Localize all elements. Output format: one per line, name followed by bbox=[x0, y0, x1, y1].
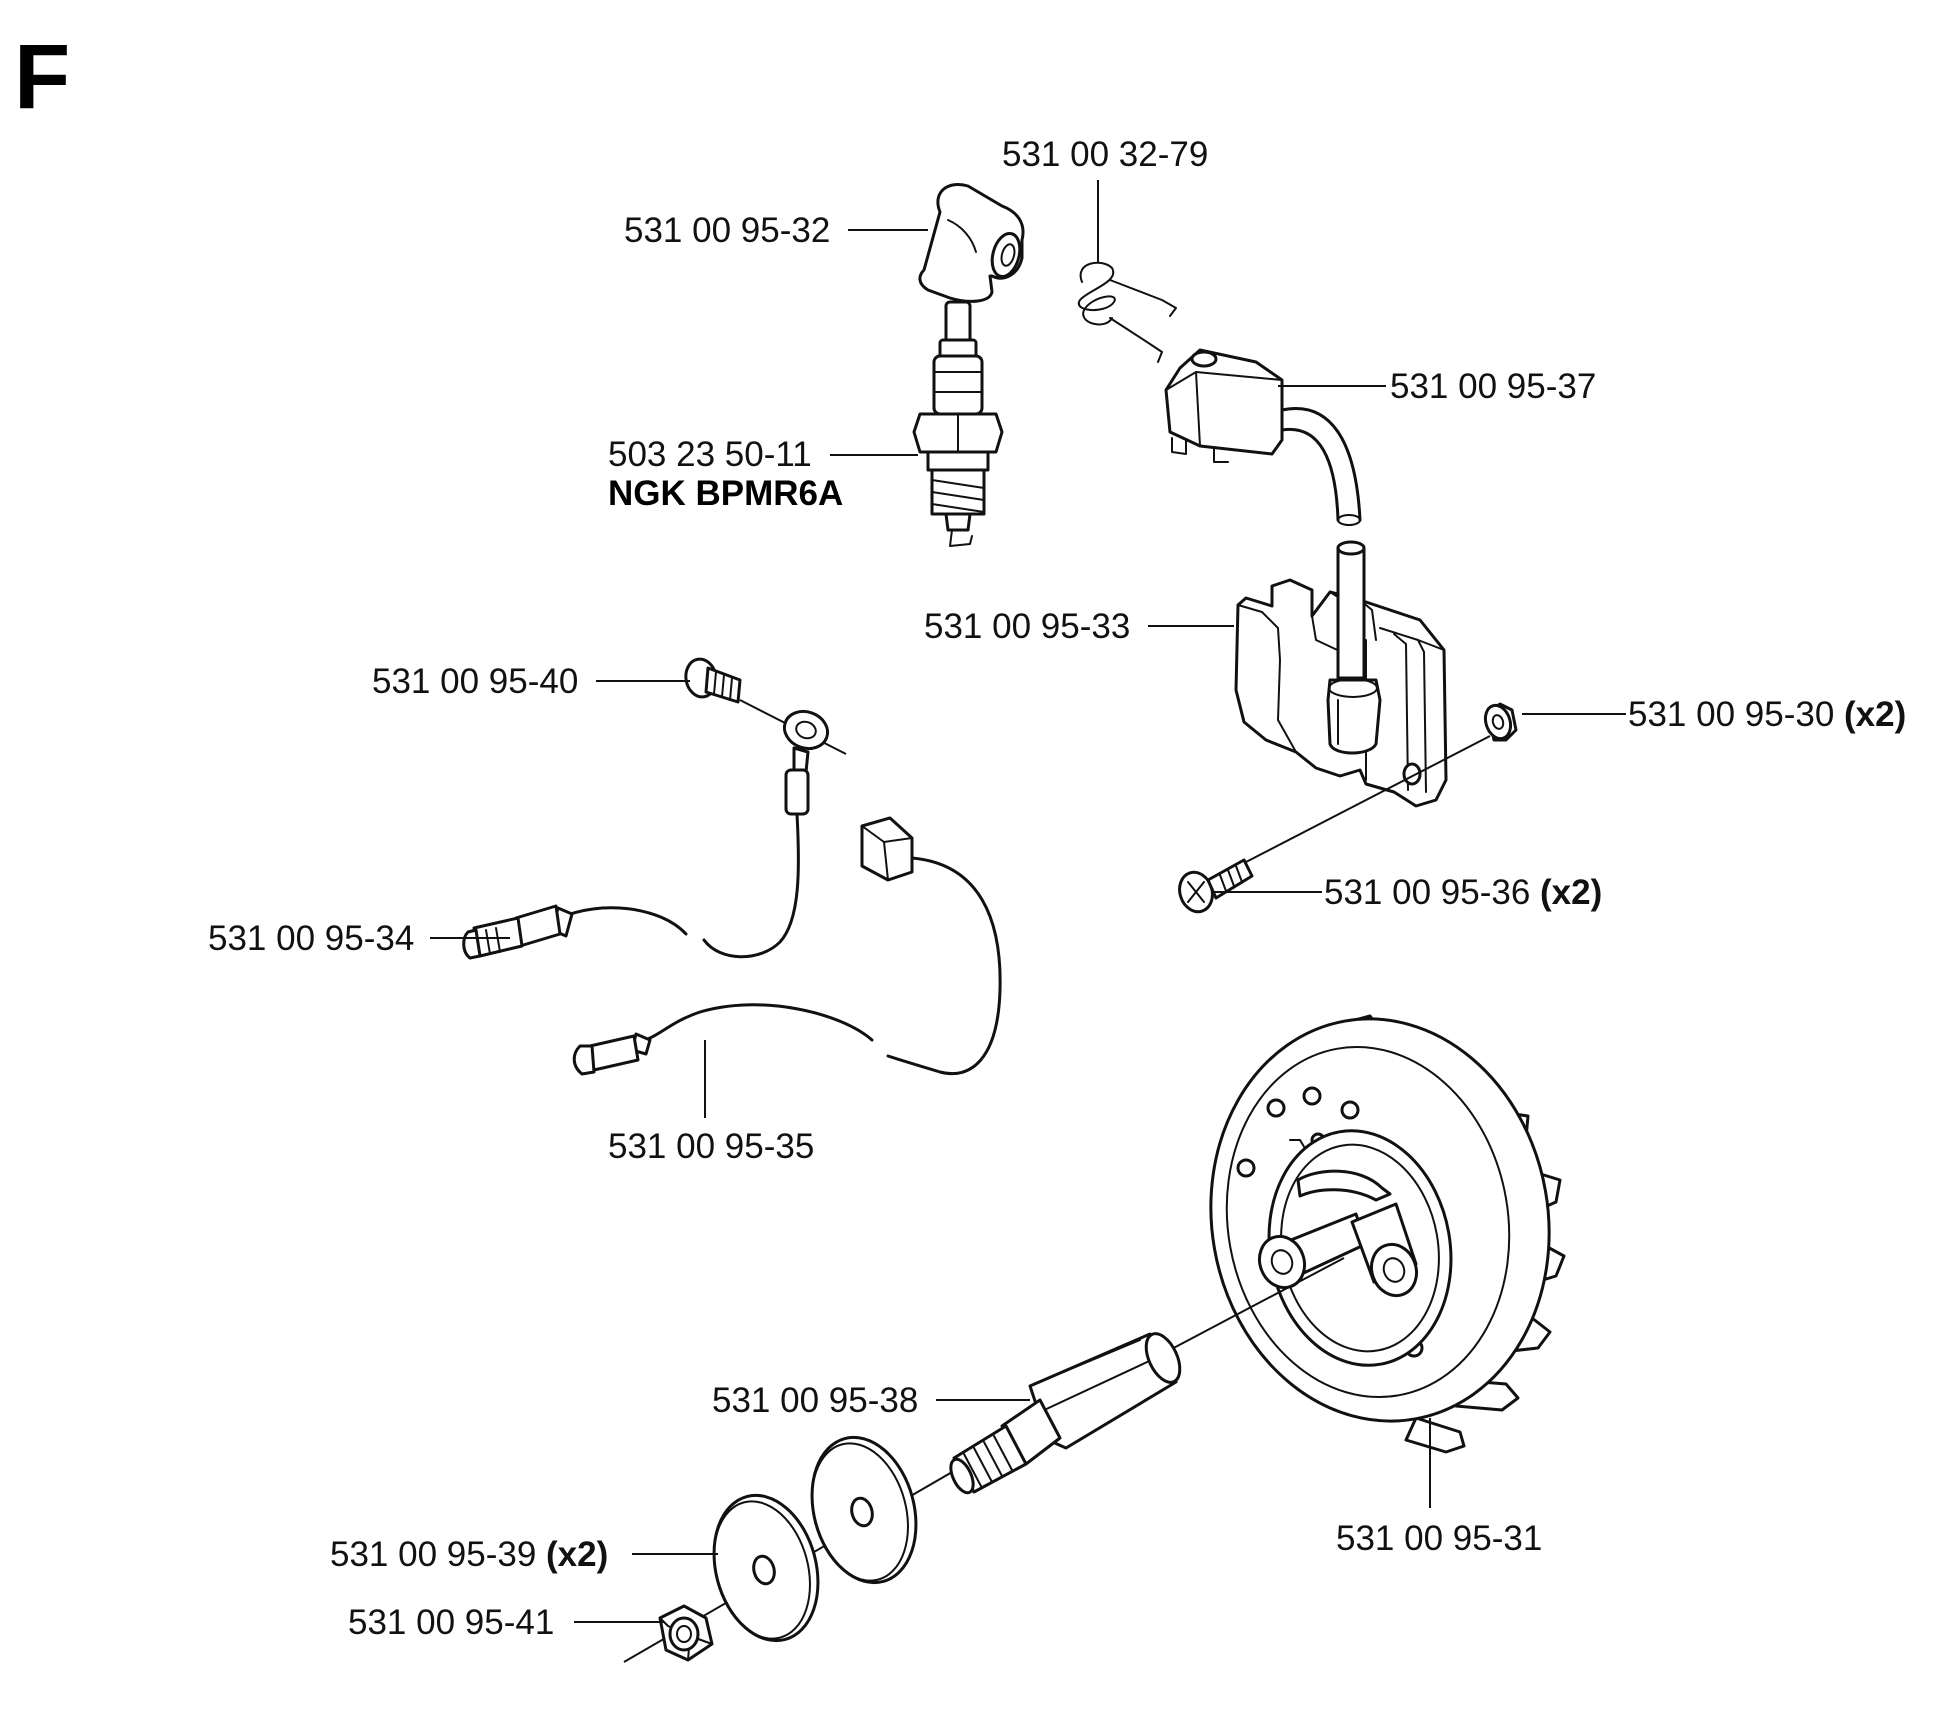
ground-wire[interactable] bbox=[462, 706, 833, 960]
label-531-00-32-79: 531 00 32-79 bbox=[1002, 135, 1208, 174]
washer-upper[interactable] bbox=[797, 1426, 932, 1595]
label-531-00-95-40: 531 00 95-40 bbox=[372, 662, 578, 701]
spacer-bushing[interactable] bbox=[1481, 702, 1518, 742]
label-503-23-50-11: 503 23 50-11 bbox=[608, 435, 812, 474]
label-531-00-95-31: 531 00 95-31 bbox=[1336, 1519, 1542, 1558]
flywheel-nut[interactable] bbox=[658, 1604, 714, 1662]
label-531-00-95-38: 531 00 95-38 bbox=[712, 1381, 918, 1420]
label-531-00-95-34: 531 00 95-34 bbox=[208, 919, 414, 958]
spark-plug-spec: NGK BPMR6A bbox=[608, 474, 843, 513]
ignition-module[interactable] bbox=[1234, 540, 1448, 808]
flywheel-stud[interactable] bbox=[946, 1329, 1186, 1497]
module-screw[interactable] bbox=[1175, 858, 1254, 916]
label-531-00-95-33: 531 00 95-33 bbox=[924, 607, 1130, 646]
label-531-00-95-36: 531 00 95-36 (x2) bbox=[1324, 873, 1602, 912]
section-letter: F bbox=[14, 26, 70, 128]
label-531-00-95-32: 531 00 95-32 bbox=[624, 211, 830, 250]
label-531-00-95-37: 531 00 95-37 bbox=[1390, 367, 1596, 406]
spark-plug-boot[interactable] bbox=[918, 183, 1025, 303]
washer-lower[interactable] bbox=[699, 1484, 834, 1653]
label-531-00-95-30: 531 00 95-30 (x2) bbox=[1628, 695, 1906, 734]
ht-lead-connector[interactable] bbox=[1164, 348, 1362, 526]
flywheel[interactable] bbox=[1179, 992, 1580, 1454]
axis-module-screw bbox=[1245, 735, 1491, 863]
spark-plug[interactable] bbox=[912, 300, 1004, 547]
label-531-00-95-35: 531 00 95-35 bbox=[608, 1127, 814, 1166]
ground-screw[interactable] bbox=[683, 657, 742, 704]
stop-switch-wire[interactable] bbox=[572, 816, 1002, 1076]
label-531-00-95-41: 531 00 95-41 bbox=[348, 1603, 554, 1642]
axis-crankshaft-upper bbox=[1165, 1257, 1345, 1353]
label-531-00-95-39: 531 00 95-39 (x2) bbox=[330, 1535, 608, 1574]
torsion-spring[interactable] bbox=[1077, 261, 1177, 363]
